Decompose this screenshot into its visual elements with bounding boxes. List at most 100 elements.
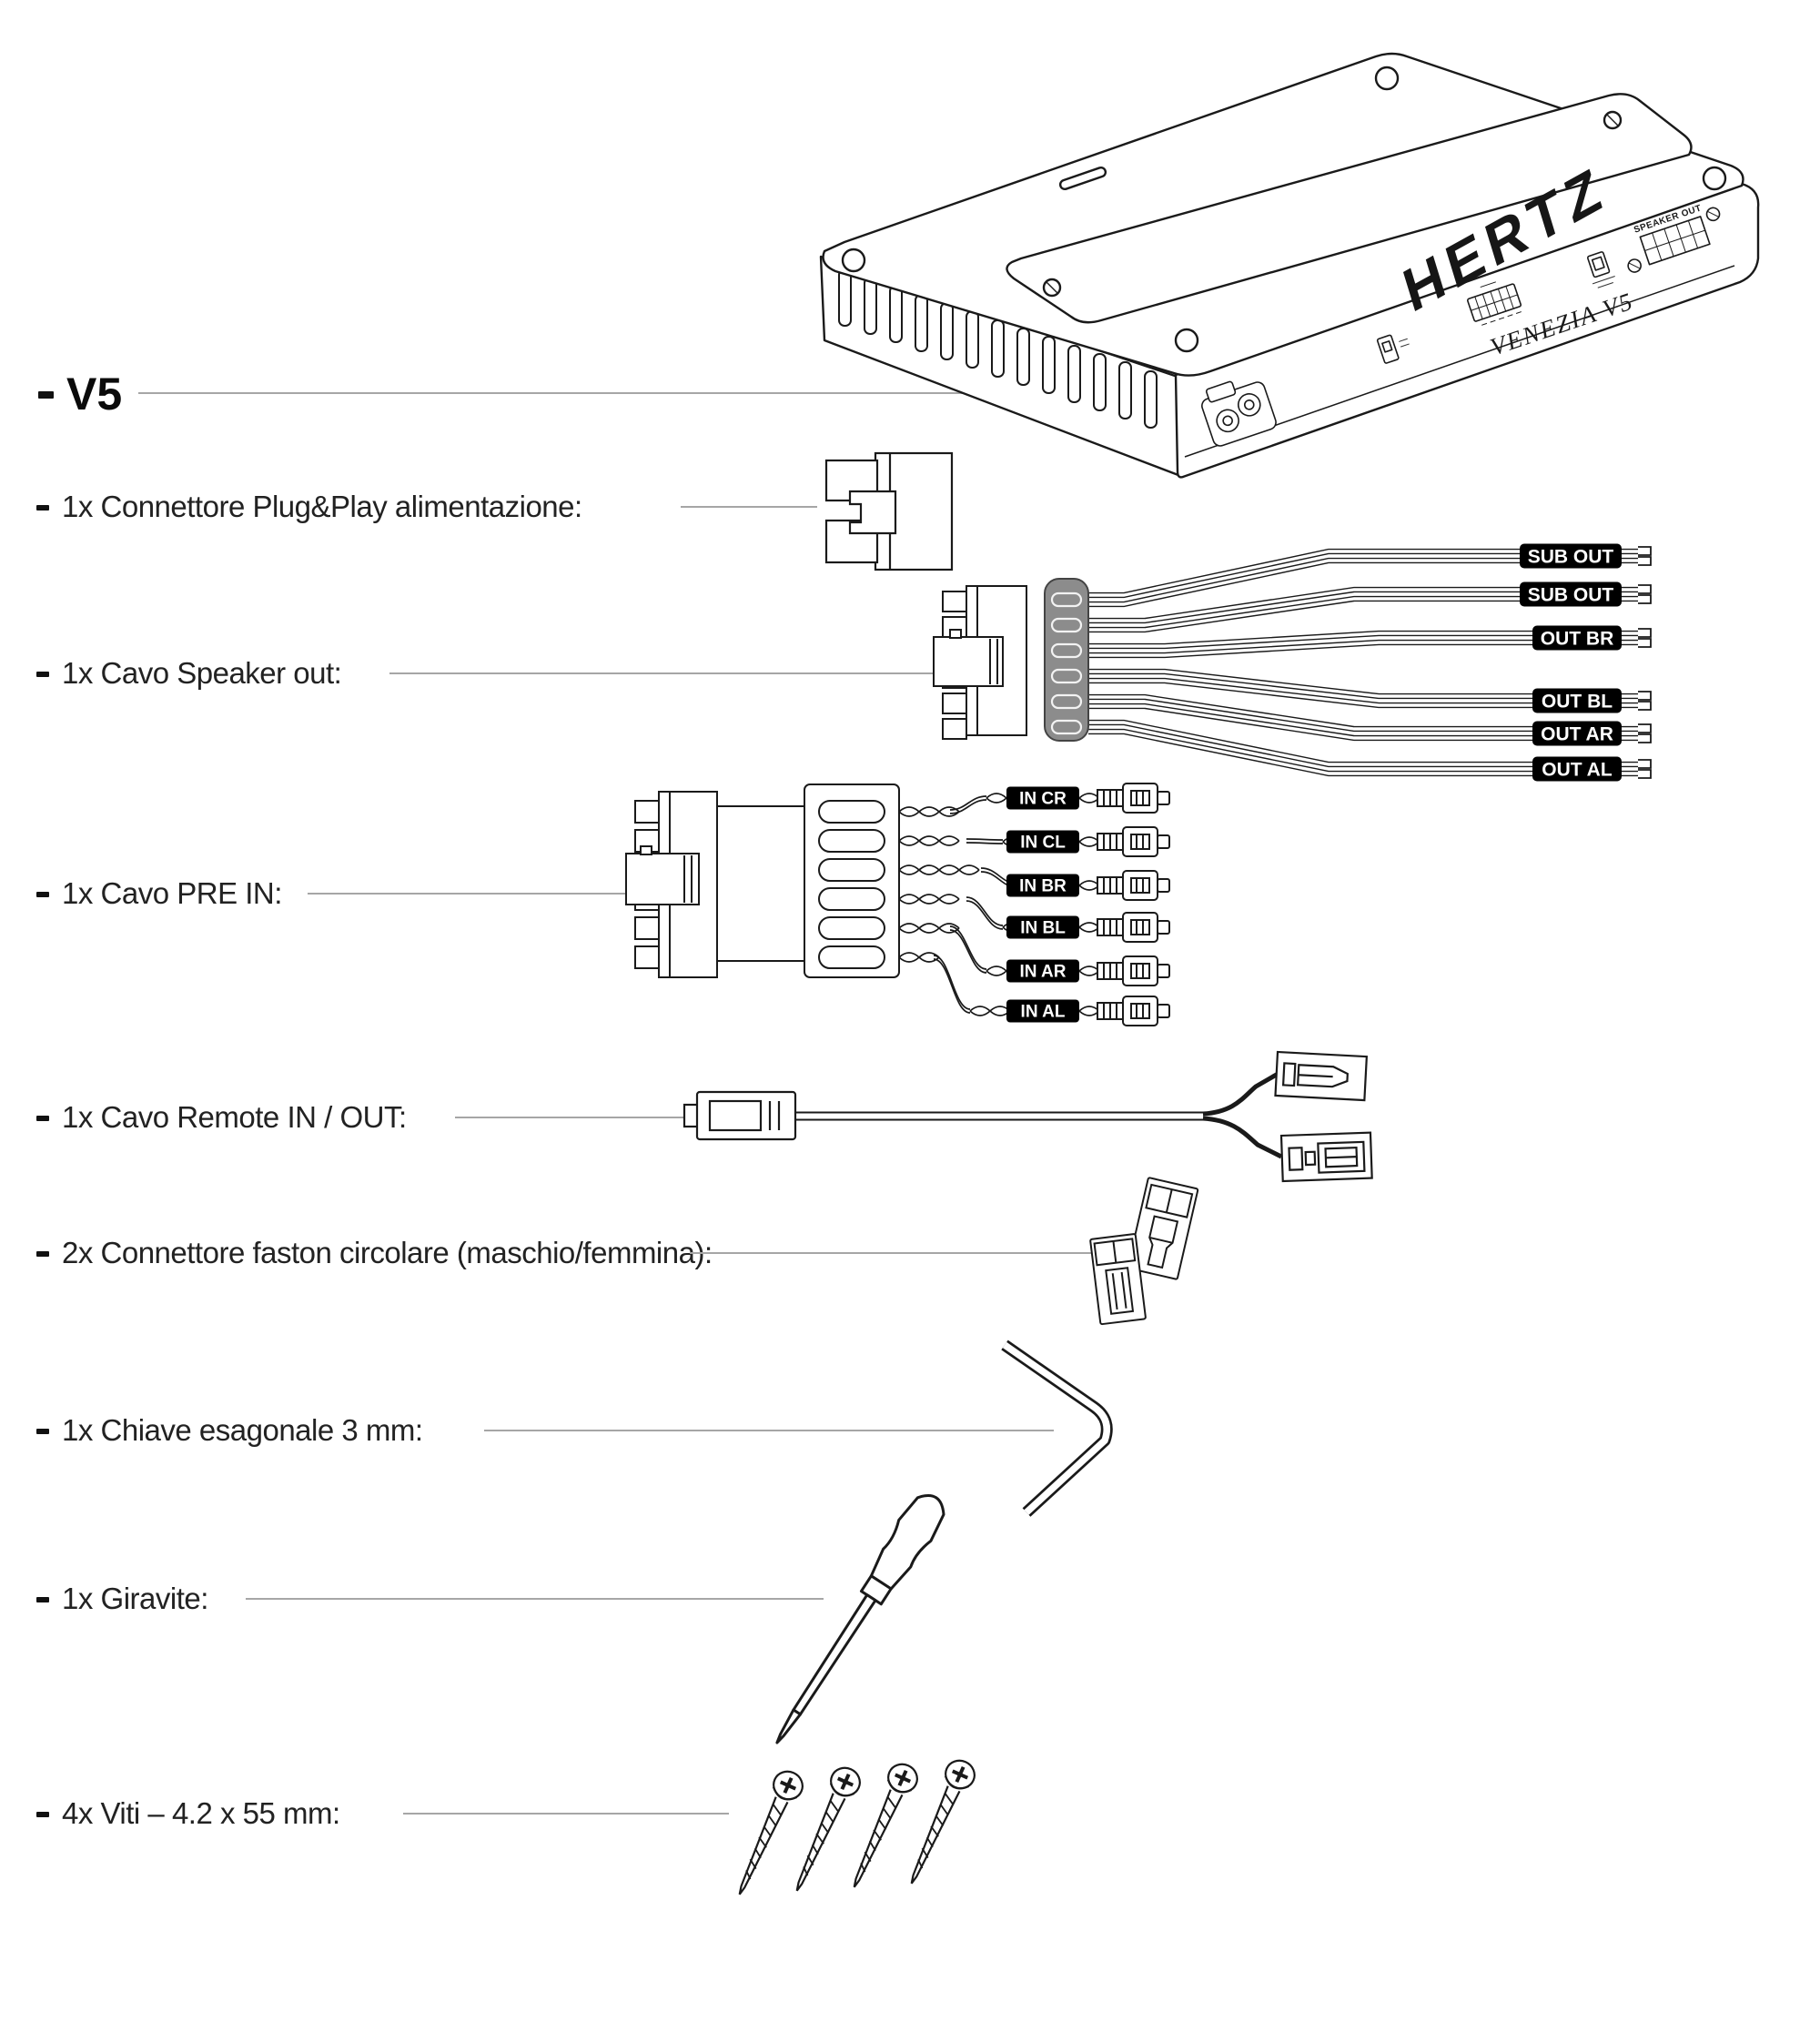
faston-female <box>1089 1233 1147 1326</box>
remote-port <box>1376 334 1400 364</box>
bullet-dash <box>36 1251 49 1257</box>
item-label: 1x Cavo Remote IN / OUT: <box>62 1100 407 1134</box>
bullet-dash <box>36 892 49 897</box>
speaker-out-tag: OUT AL <box>1532 756 1622 782</box>
bullet-dash <box>36 1597 49 1602</box>
leader-line <box>690 1252 1092 1254</box>
pre-in-tag: IN AL <box>1006 999 1079 1023</box>
item-row-power-connector: 1x Connettore Plug&Play alimentazione: <box>36 490 582 524</box>
leader-line <box>138 392 1044 394</box>
pre-in-tag: IN CR <box>1006 786 1079 810</box>
corner-screw <box>841 248 866 273</box>
speaker-out-tag: SUB OUT <box>1520 543 1622 569</box>
bullet-dash <box>38 391 54 399</box>
svg-text:IN AR: IN AR <box>1019 963 1066 982</box>
pre-in-tag: IN AR <box>1006 959 1079 983</box>
item-label: 1x Chiave esagonale 3 mm: <box>62 1413 423 1447</box>
speaker-out-tag: OUT AR <box>1532 721 1622 746</box>
screw <box>782 1761 866 1899</box>
svg-text:IN AL: IN AL <box>1021 1003 1066 1022</box>
rca-plug <box>1097 955 1170 986</box>
rca-plug <box>1097 996 1170 1026</box>
pre-in-tag: IN BR <box>1006 874 1079 897</box>
pre-in-cable-illustration: IN CR IN CL IN BR IN BL IN AR IN AL <box>625 783 1170 1026</box>
leader-line <box>681 506 817 508</box>
hex-key-illustration <box>1001 1340 1113 1517</box>
corner-screw <box>1702 166 1727 191</box>
item-label: 4x Viti – 4.2 x 55 mm: <box>62 1796 340 1830</box>
supply-connector <box>1467 283 1522 322</box>
rca-plug <box>1097 783 1170 814</box>
item-row-faston: 2x Connettore faston circolare (maschio/… <box>36 1236 713 1270</box>
screw <box>839 1757 924 1896</box>
heatsink-fins <box>838 268 1158 429</box>
svg-text:OUT AL: OUT AL <box>1542 760 1613 781</box>
screw <box>724 1764 809 1903</box>
bullet-dash <box>36 1812 49 1817</box>
remote-cable-illustration <box>682 1050 1373 1183</box>
amp-model-text: VENEZIA V5 <box>1487 287 1637 360</box>
amp-brand-text: HERTZ <box>1396 152 1613 326</box>
cable-sleeve <box>1044 578 1089 742</box>
rca-plug <box>1097 870 1170 901</box>
svg-text:IN BR: IN BR <box>1019 877 1067 896</box>
speaker-out-connector <box>1639 216 1711 266</box>
corner-screw <box>1174 328 1199 353</box>
leader-line <box>403 1813 729 1815</box>
screw <box>896 1754 981 1892</box>
svg-text:IN CR: IN CR <box>1019 790 1067 809</box>
leader-line <box>484 1430 1054 1431</box>
pre-in-tag: IN BL <box>1006 915 1079 939</box>
leader-line <box>455 1117 693 1118</box>
item-label: 1x Giravite: <box>62 1582 208 1615</box>
screws-illustration <box>724 1754 981 1903</box>
svg-text:IN BL: IN BL <box>1020 919 1066 938</box>
control-port <box>1586 251 1611 278</box>
item-row-screws: 4x Viti – 4.2 x 55 mm: <box>36 1796 340 1831</box>
faston-male <box>1127 1177 1199 1280</box>
item-row-remote: 1x Cavo Remote IN / OUT: <box>36 1100 407 1135</box>
rca-plug <box>1097 826 1170 857</box>
leader-line <box>246 1598 824 1600</box>
item-row-hex-key: 1x Chiave esagonale 3 mm: <box>36 1413 423 1448</box>
svg-text:OUT AR: OUT AR <box>1541 724 1613 745</box>
bullet-dash <box>36 1116 49 1121</box>
speaker-out-tag: SUB OUT <box>1520 581 1622 607</box>
faston-connectors-illustration <box>1089 1177 1199 1326</box>
faston-female-terminal <box>1279 1131 1373 1183</box>
panel-screw <box>1042 278 1062 298</box>
item-row-screwdriver: 1x Giravite: <box>36 1582 208 1616</box>
item-label: 1x Connettore Plug&Play alimentazione: <box>62 490 582 523</box>
bullet-dash <box>36 1429 49 1434</box>
item-label: 1x Cavo PRE IN: <box>62 876 282 910</box>
speaker-out-panel-label: SPEAKER OUT <box>1633 203 1703 235</box>
model-title-row: V5 <box>38 368 122 420</box>
leader-line <box>308 893 633 895</box>
item-row-speaker-out: 1x Cavo Speaker out: <box>36 656 342 691</box>
svg-text:SUB OUT: SUB OUT <box>1528 547 1614 568</box>
svg-text:OUT BL: OUT BL <box>1542 692 1613 713</box>
svg-text:SUB OUT: SUB OUT <box>1528 585 1614 606</box>
model-title: V5 <box>66 369 123 420</box>
panel-screw <box>1603 110 1623 130</box>
screwdriver-illustration <box>775 1493 945 1744</box>
bullet-dash <box>36 505 49 511</box>
svg-text:OUT BR: OUT BR <box>1541 629 1614 650</box>
power-connector-illustration <box>824 451 954 571</box>
speaker-out-tag: OUT BL <box>1532 688 1622 713</box>
item-label: 2x Connettore faston circolare (maschio/… <box>62 1236 713 1269</box>
pre-in-tag: IN CL <box>1006 830 1079 854</box>
panel-slot <box>1058 166 1107 191</box>
item-label: 1x Cavo Speaker out: <box>62 656 342 690</box>
item-row-pre-in: 1x Cavo PRE IN: <box>36 876 282 911</box>
speaker-out-tag: OUT BR <box>1532 625 1622 651</box>
leader-line <box>389 672 940 674</box>
speaker-out-cable-illustration: SUB OUT SUB OUT OUT BR OUT BL OUT AR OUT… <box>933 543 1652 782</box>
bullet-dash <box>36 672 49 677</box>
rear-panel-components: SPEAKER OUT VENEZIA V5 <box>1201 203 1721 447</box>
rca-plug <box>1097 912 1170 943</box>
faston-male-terminal <box>1274 1050 1369 1102</box>
corner-screw <box>1374 66 1400 91</box>
